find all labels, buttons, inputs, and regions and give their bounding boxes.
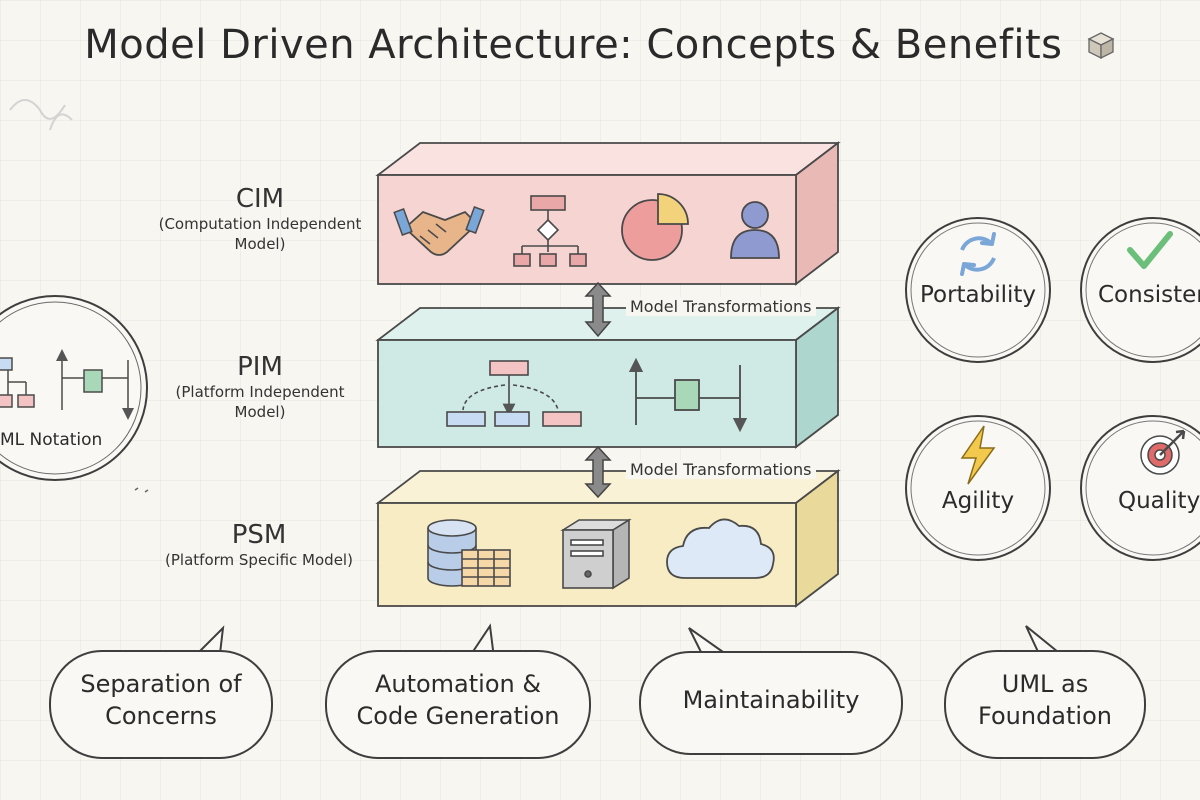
benefit-bubble-separation [49, 625, 273, 759]
page-title: Model Driven Architecture: Concepts & Be… [0, 22, 1200, 70]
cube-icon [1086, 24, 1116, 70]
server-icon [560, 518, 632, 590]
transformation-label-1: Model Transformations [626, 297, 816, 316]
pim-label: PIM (Platform Independent Model) [160, 352, 360, 423]
maintainability-text: Maintainability [640, 684, 902, 716]
database-icon [427, 519, 511, 587]
cim-layer-top [375, 142, 841, 176]
quality-label: Quality [1118, 488, 1200, 514]
uml-notation-circle [0, 295, 149, 493]
cim-abbr: CIM [235, 184, 285, 214]
class-diagram-icon [446, 360, 582, 427]
uml-foundation-line-1: UML as [1001, 670, 1089, 698]
lightning-icon [960, 425, 996, 485]
user-icon [730, 201, 780, 259]
psm-abbr: PSM [231, 520, 287, 550]
uml-notation-label: ML Notation [0, 430, 103, 450]
automation-text: Automation & Code Generation [326, 668, 590, 733]
benefit-bubble-uml [944, 625, 1146, 759]
psm-full-name: (Platform Specific Model) [165, 551, 353, 569]
separation-of-concerns-text: Separation of Concerns [50, 668, 272, 733]
handshake-icon [393, 206, 485, 256]
title-text: Model Driven Architecture: Concepts & Be… [84, 22, 1063, 68]
transformation-label-2: Model Transformations [626, 460, 816, 479]
cloud-icon [666, 518, 775, 579]
pie-chart-icon [621, 193, 689, 261]
maintainability-line-1: Maintainability [682, 686, 860, 714]
benefit-bubble-automation [325, 623, 591, 759]
sync-icon [960, 232, 996, 276]
checkmark-icon [1127, 231, 1173, 269]
automation-line-1: Automation & [374, 670, 542, 698]
uml-foundation-line-2: Foundation [978, 702, 1112, 731]
psm-label: PSM (Platform Specific Model) [148, 520, 370, 570]
target-icon [1140, 429, 1186, 475]
consistency-label: Consister [1098, 282, 1200, 308]
automation-line-2: Code Generation [356, 702, 560, 731]
uml-mini-diagram-icon [0, 349, 134, 420]
flowchart-icon [513, 195, 587, 267]
pim-full-name: (Platform Independent Model) [175, 383, 345, 422]
sequence-diagram-icon [628, 357, 748, 433]
cim-layer-box [375, 141, 841, 286]
background-scribble [9, 99, 73, 131]
agility-label: Agility [941, 488, 1015, 514]
transformation-arrow-2 [584, 445, 612, 499]
benefit-bubble-maintainability [639, 627, 903, 755]
separation-line-1: Separation of [80, 670, 242, 698]
uml-foundation-text: UML as Foundation [945, 668, 1145, 733]
portability-circle [905, 217, 1051, 363]
separation-line-2: Concerns [105, 702, 217, 731]
portability-label: Portability [919, 282, 1037, 308]
pim-abbr: PIM [237, 352, 283, 382]
pim-layer-front [377, 339, 797, 448]
agility-circle [905, 415, 1051, 561]
transformation-arrow-1 [584, 281, 612, 338]
cim-full-name: (Computation Independent Model) [158, 215, 362, 254]
quality-circle [1080, 415, 1200, 561]
cim-label: CIM (Computation Independent Model) [150, 184, 370, 255]
consistency-circle [1080, 217, 1200, 363]
